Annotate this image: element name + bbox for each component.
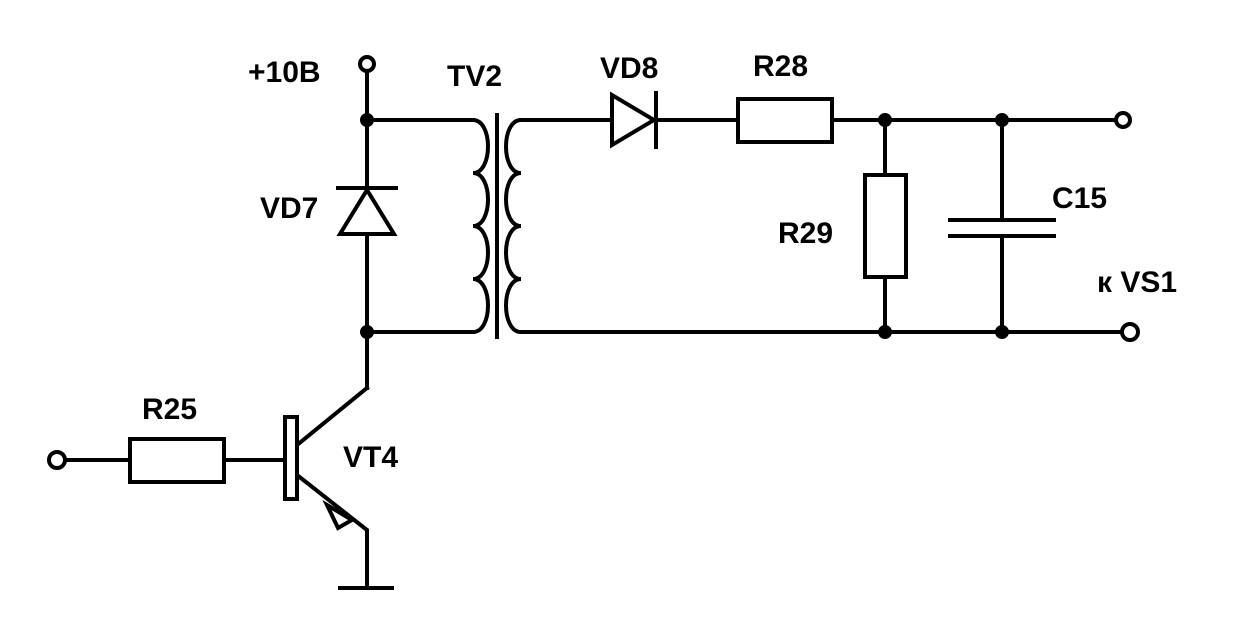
diode-vd8-label: VD8	[600, 52, 658, 85]
diode-vd7	[336, 186, 398, 236]
transistor-vt4	[283, 415, 356, 531]
resistor-r25-label: R25	[142, 393, 197, 426]
resistor-r29	[863, 173, 908, 279]
wires	[62, 70, 1125, 590]
input-terminal	[47, 450, 67, 470]
output-terminal-bottom	[1120, 322, 1140, 342]
resistor-r28-label: R28	[753, 50, 808, 83]
junction-dots	[360, 113, 1009, 339]
capacitor-c15	[948, 218, 1056, 238]
supply-label: +10В	[248, 56, 321, 89]
output-label: к VS1	[1097, 266, 1177, 299]
capacitor-c15-label: C15	[1052, 182, 1107, 215]
diode-vd7-label: VD7	[260, 192, 318, 225]
transistor-vt4-label: VT4	[343, 441, 398, 474]
resistor-r25	[128, 437, 226, 484]
output-terminal-top	[1114, 111, 1132, 129]
diode-vd8	[610, 91, 658, 149]
supply-terminal	[358, 55, 376, 73]
transformer-tv2-label: TV2	[447, 60, 502, 93]
resistor-r28	[736, 97, 834, 144]
transformer-tv2	[470, 113, 524, 339]
resistor-r29-label: R29	[778, 217, 833, 250]
